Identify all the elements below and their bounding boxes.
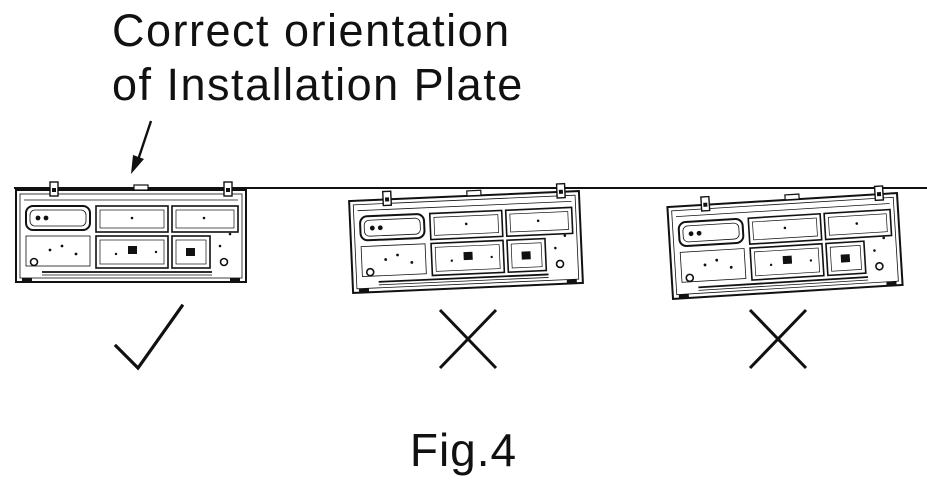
caption: Correct orientation of Installation Plat… — [112, 4, 524, 112]
cross-icon — [438, 308, 498, 370]
pointer-arrow — [131, 120, 153, 174]
plate-level — [15, 181, 247, 283]
check-icon — [113, 303, 185, 371]
caption-line-2: of Installation Plate — [112, 59, 524, 110]
figure-label: Fig.4 — [409, 424, 518, 476]
plate-tilted-clockwise — [665, 184, 904, 300]
cross-icon — [748, 308, 808, 370]
caption-line-1: Correct orientation — [112, 5, 511, 56]
plate-tilted-counterclockwise — [347, 182, 584, 294]
